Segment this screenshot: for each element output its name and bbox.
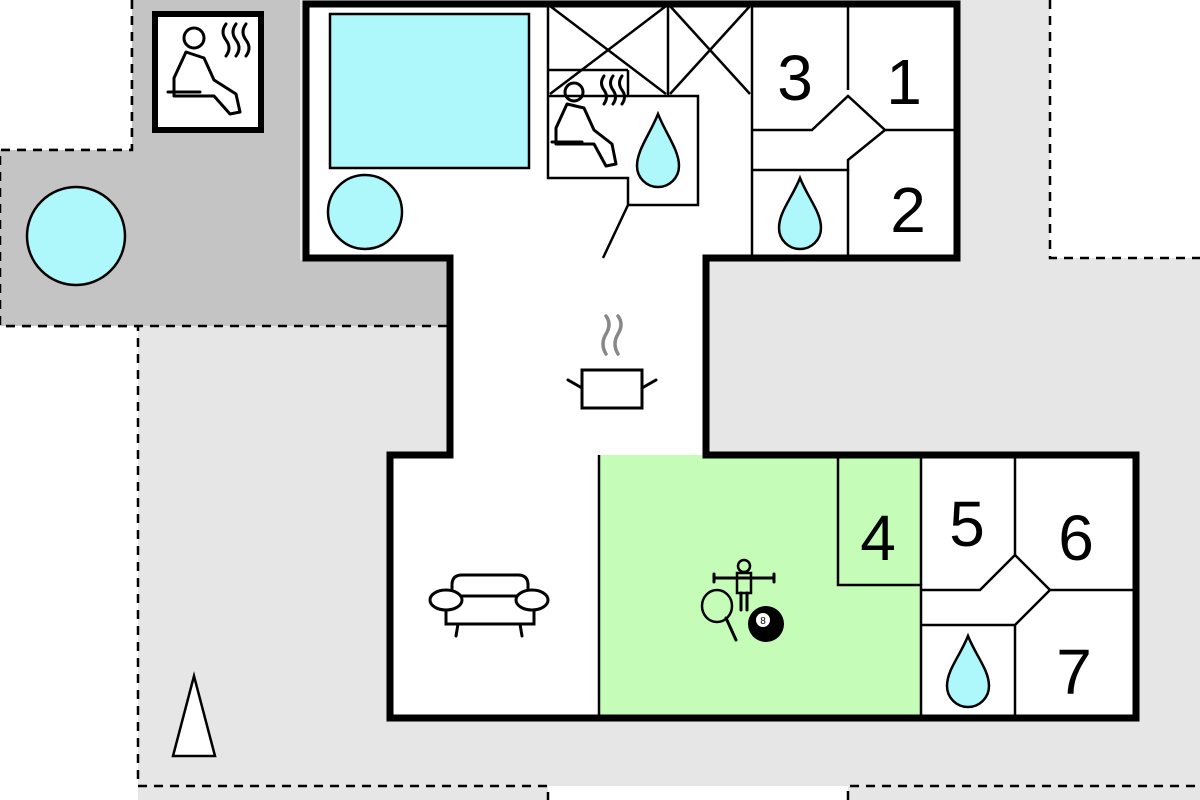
outdoor-whirlpool-icon — [25, 185, 127, 287]
bathroom-icon — [945, 632, 991, 709]
billiards-icon: 8 — [748, 606, 784, 642]
indoor-pool — [328, 12, 531, 170]
bedroom-7-label: 7 — [1056, 636, 1092, 708]
indoor-whirlpool-icon — [326, 173, 404, 251]
bedroom-4-label: 4 — [860, 502, 896, 574]
table-football-icon — [712, 558, 776, 612]
games-room — [599, 455, 921, 718]
svg-text:8: 8 — [760, 616, 766, 627]
upper-partitions — [546, 4, 955, 259]
bedroom-6-label: 6 — [1058, 502, 1094, 574]
sauna-icon — [152, 11, 264, 133]
bedroom-5-label: 5 — [949, 488, 985, 560]
bedroom-2-label: 2 — [890, 174, 926, 246]
sofa-icon — [428, 573, 550, 638]
bedroom-1-label: 1 — [886, 46, 922, 118]
exterior-walls — [302, 0, 1140, 722]
bathroom-icon — [635, 110, 681, 189]
lower-partitions — [597, 455, 1134, 718]
north-arrow-icon — [171, 671, 217, 758]
bathroom-icon — [777, 174, 823, 251]
table-tennis-icon — [700, 588, 738, 642]
kitchen-icon — [566, 314, 658, 410]
interior — [306, 4, 1136, 718]
indoor-sauna-icon — [550, 74, 626, 168]
bedroom-3-label: 3 — [777, 42, 813, 114]
